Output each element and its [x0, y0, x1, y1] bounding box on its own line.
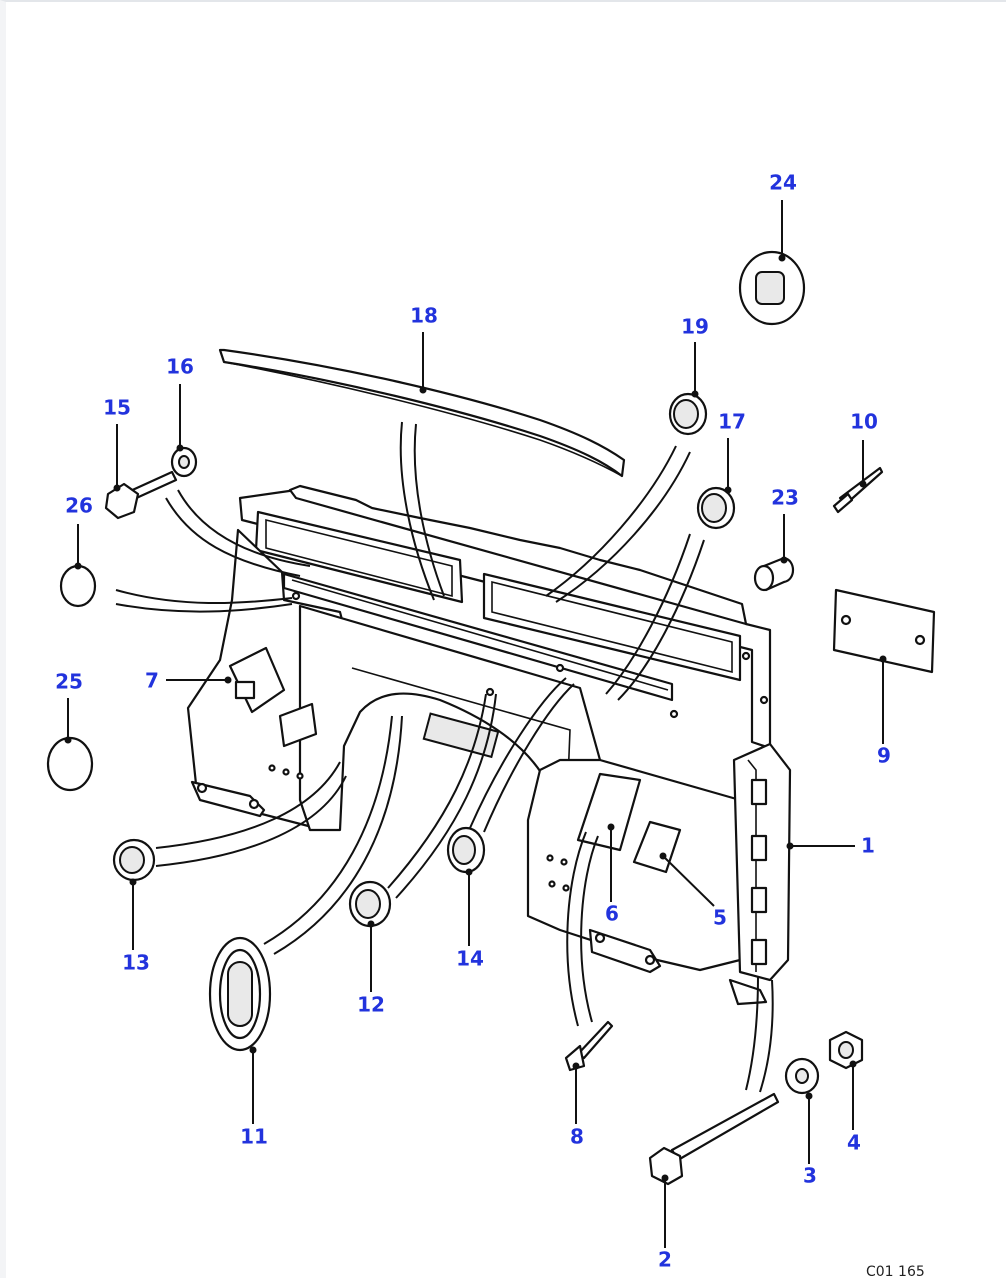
part-2-bolt — [648, 1092, 780, 1186]
callout-25[interactable]: 25 — [55, 670, 83, 694]
rivet-holes — [268, 591, 769, 892]
fitment-lines — [115, 421, 774, 1093]
leader-lines — [64, 200, 887, 1248]
part-13-grommet — [112, 838, 156, 882]
bulkhead-panel — [186, 484, 792, 1006]
part-8-rivet — [564, 1020, 614, 1072]
callout-labels: 1 2 3 4 5 6 7 8 9 10 11 12 13 14 15 16 1… — [55, 171, 891, 1272]
figure-reference: C01 165 — [866, 1264, 925, 1278]
callout-18[interactable]: 18 — [410, 304, 438, 328]
part-17-plug — [696, 486, 736, 530]
callout-7[interactable]: 7 — [145, 669, 159, 693]
part-4-nut — [828, 1030, 864, 1070]
part-23-bush — [753, 556, 795, 592]
callout-19[interactable]: 19 — [681, 315, 709, 339]
part-10-rivet — [832, 466, 884, 514]
part-16-washer — [170, 446, 198, 478]
part-3-washer — [784, 1057, 820, 1095]
callout-8[interactable]: 8 — [570, 1125, 584, 1149]
callout-15[interactable]: 15 — [103, 396, 131, 420]
callout-12[interactable]: 12 — [357, 993, 385, 1017]
callout-4[interactable]: 4 — [847, 1131, 861, 1155]
callout-6[interactable]: 6 — [605, 902, 619, 926]
callout-2[interactable]: 2 — [658, 1248, 672, 1272]
callout-1[interactable]: 1 — [861, 834, 875, 858]
part-19-plug — [668, 392, 708, 436]
callout-23[interactable]: 23 — [771, 486, 799, 510]
part-24-grommet — [738, 250, 806, 326]
part-9-cover-plate — [832, 588, 936, 674]
part-12-grommet — [348, 880, 392, 928]
part-26-cap — [59, 564, 97, 608]
part-11-oval-grommet — [208, 936, 272, 1052]
mounting-plates — [576, 772, 682, 874]
callout-26[interactable]: 26 — [65, 494, 93, 518]
callout-11[interactable]: 11 — [240, 1125, 268, 1149]
callout-10[interactable]: 10 — [850, 410, 878, 434]
part-25-cap — [46, 736, 94, 792]
callout-16[interactable]: 16 — [166, 355, 194, 379]
callout-3[interactable]: 3 — [803, 1164, 817, 1188]
callout-24[interactable]: 24 — [769, 171, 797, 195]
seal-strip — [218, 348, 626, 478]
callout-9[interactable]: 9 — [877, 744, 891, 768]
part-14-grommet — [446, 826, 486, 874]
part-15-bolt — [104, 470, 178, 520]
callout-17[interactable]: 17 — [718, 410, 746, 434]
switch-bracket — [228, 646, 318, 748]
callout-14[interactable]: 14 — [456, 947, 484, 971]
callout-5[interactable]: 5 — [713, 906, 727, 930]
callout-13[interactable]: 13 — [122, 951, 150, 975]
